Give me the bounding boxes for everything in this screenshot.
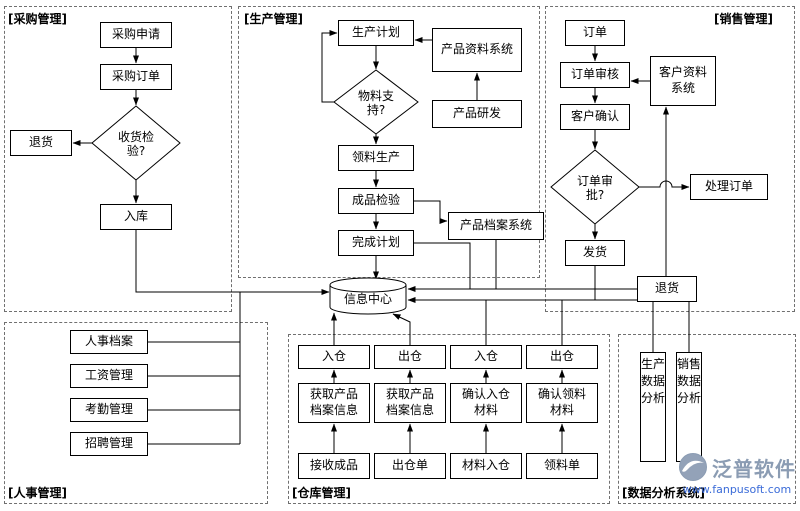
node-wh-in-2: 入仓 xyxy=(450,345,522,369)
node-confirm-pick-material: 确认领料材料 xyxy=(526,383,598,423)
section-warehouse xyxy=(288,334,610,504)
node-purchase-order: 采购订单 xyxy=(100,64,172,90)
section-production xyxy=(238,6,540,278)
node-get-archive-info-1: 获取产品档案信息 xyxy=(298,383,370,423)
section-analysis xyxy=(618,334,796,504)
node-purchase-request: 采购申请 xyxy=(100,22,172,48)
node-wh-in-1: 入仓 xyxy=(298,345,370,369)
info-center-cylinder xyxy=(329,277,407,315)
node-confirm-in-material: 确认入仓材料 xyxy=(450,383,522,423)
node-get-archive-info-2: 获取产品档案信息 xyxy=(374,383,446,423)
node-product-rnd: 产品研发 xyxy=(432,100,522,128)
decision-order-approval xyxy=(550,149,640,225)
node-material-inbound: 材料入仓 xyxy=(450,453,522,479)
section-label-purchase: [采购管理] xyxy=(8,12,67,26)
decision-receiving-inspection xyxy=(91,105,181,181)
decision-material-support xyxy=(333,69,419,135)
node-hr-files: 人事档案 xyxy=(70,330,148,354)
node-finished-inspection: 成品检验 xyxy=(338,188,414,214)
section-hr xyxy=(4,322,268,504)
node-production-plan: 生产计划 xyxy=(338,20,414,46)
fanpu-logo-icon xyxy=(679,453,707,481)
label-receiving-inspection: 收货检验? xyxy=(117,129,154,158)
node-attendance-mgmt: 考勤管理 xyxy=(70,398,148,422)
node-sales-order: 订单 xyxy=(565,20,625,46)
node-customer-data-system: 客户资料系统 xyxy=(650,56,716,106)
node-shipment: 发货 xyxy=(565,240,625,266)
node-sales-data-analysis: 销售数据分析 xyxy=(676,352,702,462)
node-outbound-order: 出仓单 xyxy=(374,453,446,479)
node-wh-out-2: 出仓 xyxy=(526,345,598,369)
node-recruitment-mgmt: 招聘管理 xyxy=(70,432,148,456)
watermark-brand: 泛普软件 xyxy=(712,456,796,481)
node-picking-order: 领料单 xyxy=(526,453,598,479)
node-customer-confirm: 客户确认 xyxy=(560,104,630,130)
node-material-picking: 领料生产 xyxy=(338,145,414,171)
section-label-hr: [人事管理] xyxy=(8,486,67,500)
node-product-archive-system: 产品档案系统 xyxy=(448,212,544,240)
node-production-data-analysis: 生产数据分析 xyxy=(640,352,666,462)
section-label-analysis: [数据分析系统] xyxy=(622,486,705,500)
section-label-warehouse: [仓库管理] xyxy=(292,486,351,500)
node-order-review: 订单审核 xyxy=(560,62,630,88)
node-salary-mgmt: 工资管理 xyxy=(70,364,148,388)
node-product-data-system: 产品资料系统 xyxy=(432,28,522,72)
section-sales xyxy=(545,6,795,312)
section-label-production: [生产管理] xyxy=(244,12,303,26)
node-complete-plan: 完成计划 xyxy=(338,230,414,256)
label-material-support: 物料支持? xyxy=(357,88,394,117)
watermark: 泛普软件 www.fanpusoft.com xyxy=(678,452,796,496)
node-purchase-return: 退货 xyxy=(10,130,72,156)
node-process-order: 处理订单 xyxy=(690,174,768,200)
info-center-label: 信息中心 xyxy=(343,292,392,306)
watermark-url: www.fanpusoft.com xyxy=(682,483,792,496)
section-label-sales: [销售管理] xyxy=(714,12,773,26)
node-wh-out-1: 出仓 xyxy=(374,345,446,369)
node-receive-finished: 接收成品 xyxy=(298,453,370,479)
label-order-approval: 订单审批? xyxy=(576,173,613,202)
section-purchase xyxy=(4,6,232,312)
node-stock-in: 入库 xyxy=(100,204,172,230)
node-sales-return: 退货 xyxy=(637,276,697,302)
